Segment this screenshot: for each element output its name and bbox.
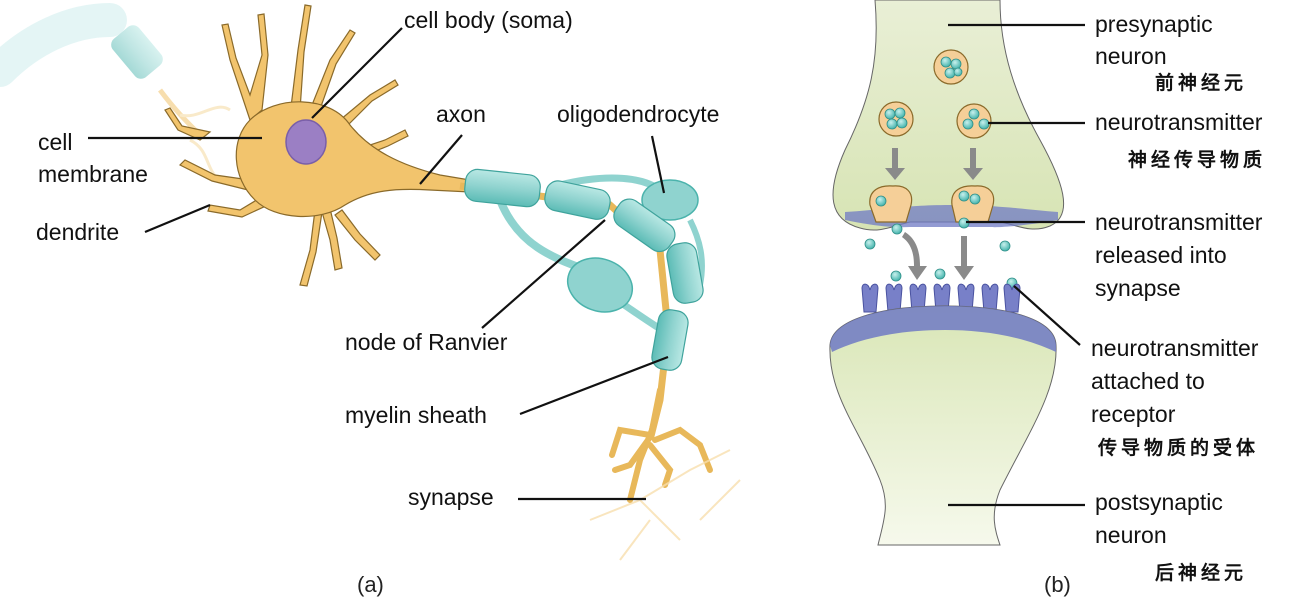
leader-attached [1013, 285, 1081, 346]
leader-myelin-sheath [519, 355, 669, 416]
postsynaptic-membrane [830, 306, 1056, 352]
label-postsynaptic-zh: 后神经元 [1155, 562, 1248, 584]
postsynaptic-neuron [829, 305, 1057, 546]
label-node-of-ranvier: node of Ranvier [345, 329, 508, 355]
label-oligodendrocyte: oligodendrocyte [557, 101, 720, 127]
panel-b-caption: (b) [1044, 572, 1071, 597]
receptors [861, 283, 1021, 313]
nucleus [285, 119, 327, 165]
leader-axon [419, 134, 463, 185]
label-presynaptic-line1: presynaptic [1095, 11, 1213, 37]
label-postsynaptic-line1: postsynaptic [1095, 489, 1223, 515]
label-myelin-sheath: myelin sheath [345, 402, 487, 428]
label-attached-line2: attached to [1091, 368, 1205, 394]
oligodendrocytes [496, 174, 705, 344]
panel-a-caption: (a) [357, 572, 384, 597]
axon-terminal [609, 387, 713, 503]
leader-node-of-ranvier [481, 219, 606, 329]
label-presynaptic-line2: neuron [1095, 43, 1167, 69]
incoming-axon [0, 3, 231, 182]
label-released-line1: neurotransmitter [1095, 209, 1263, 235]
dendrites [164, 4, 409, 287]
label-cell-membrane-line1: cell [38, 129, 73, 155]
label-synapse: synapse [408, 484, 494, 510]
leader-dendrite [144, 203, 211, 234]
label-presynaptic-zh: 前神经元 [1155, 72, 1248, 94]
label-neurotransmitter-zh: 神经传导物质 [1128, 149, 1267, 171]
label-dendrite: dendrite [36, 219, 120, 245]
myelin-sheath-segments [464, 168, 704, 371]
label-released-line3: synapse [1095, 275, 1181, 301]
label-axon: axon [436, 101, 486, 127]
leader-cell-body [311, 27, 403, 119]
label-neurotransmitter: neurotransmitter [1095, 109, 1263, 135]
label-attached-line3: receptor [1091, 401, 1176, 427]
synaptic-vesicles [869, 49, 995, 223]
label-attached-zh: 传导物质的受体 [1098, 437, 1260, 459]
label-cell-body: cell body (soma) [404, 7, 573, 33]
label-cell-membrane-line2: membrane [38, 161, 148, 187]
label-postsynaptic-line2: neuron [1095, 522, 1167, 548]
label-released-line2: released into [1095, 242, 1227, 268]
label-attached-line1: neurotransmitter [1091, 335, 1259, 361]
release-arrows [885, 148, 983, 280]
leader-oligodendrocyte [650, 135, 666, 194]
presynaptic-terminal [832, 0, 1065, 231]
